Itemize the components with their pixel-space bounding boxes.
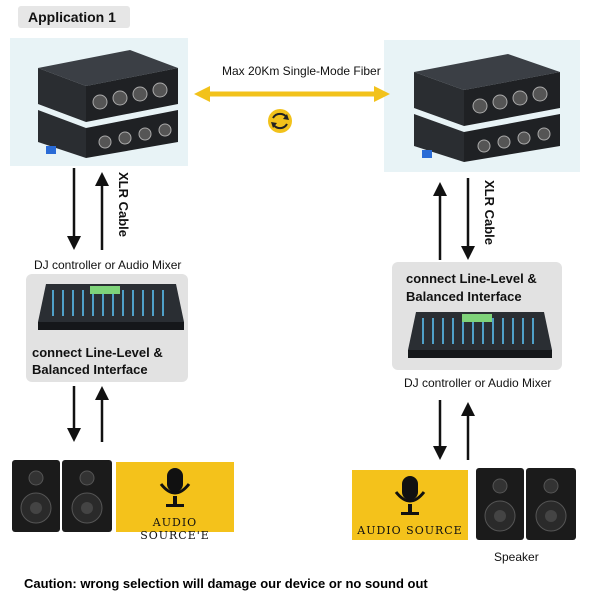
left-cable-label: XLR Cable	[116, 172, 131, 238]
left-speakers	[10, 454, 114, 534]
left-audio-source-label: AUDIO SOURCE'E	[140, 516, 210, 542]
right-mixer-label: DJ controller or Audio Mixer	[404, 376, 552, 390]
right-interface-box: connect Line-Level & Balanced Interface	[392, 262, 562, 370]
microphone-icon	[159, 468, 191, 507]
left-audio-source: AUDIO SOURCE'E	[116, 462, 234, 542]
right-lower-arrows	[433, 400, 475, 460]
sync-icon	[268, 109, 292, 133]
fiber-link	[194, 86, 390, 133]
fiber-label: Max 20Km Single-Mode Fiber	[222, 64, 381, 78]
right-interface-line1: connect Line-Level &	[406, 271, 537, 286]
right-speakers	[474, 462, 578, 542]
microphone-icon	[394, 476, 426, 515]
right-interface-line2: Balanced Interface	[406, 289, 522, 304]
left-interface-line2: Balanced Interface	[32, 362, 148, 377]
left-lower-arrows	[67, 386, 109, 442]
right-cable-label: XLR Cable	[482, 180, 497, 246]
right-audio-source-label: AUDIO SOURCE	[357, 524, 463, 537]
speaker-icon	[476, 468, 576, 540]
right-audio-source: AUDIO SOURCE	[352, 470, 468, 540]
left-device-panel	[10, 38, 188, 166]
right-device-panel	[384, 40, 580, 172]
caution-note: Caution: wrong selection will damage our…	[24, 576, 428, 591]
right-xlr-arrows	[433, 178, 475, 260]
left-mixer-image	[38, 284, 184, 330]
left-interface-box: connect Line-Level & Balanced Interface	[26, 274, 188, 382]
speaker-icon	[12, 460, 112, 532]
left-converter-devices	[38, 50, 178, 158]
left-interface-line1: connect Line-Level &	[32, 345, 163, 360]
left-mixer-label: DJ controller or Audio Mixer	[34, 258, 182, 272]
right-converter-devices	[414, 54, 560, 162]
application-title: Application 1	[18, 6, 130, 28]
right-mixer-image	[408, 312, 552, 358]
right-speaker-label: Speaker	[494, 550, 539, 564]
left-xlr-arrows	[67, 168, 109, 250]
